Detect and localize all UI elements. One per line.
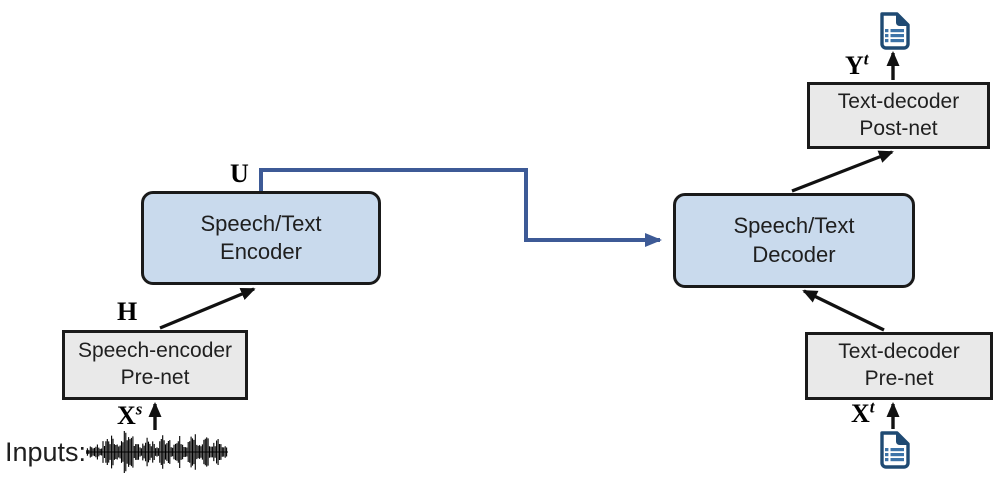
encoder-label-line2: Encoder [220, 239, 302, 264]
document-icon [880, 431, 910, 469]
text-output-sup: t [863, 49, 869, 69]
speech-encoder-prenet-box: Speech-encoder Pre-net [62, 330, 248, 400]
speech-prenet-label-line1: Speech-encoder [77, 339, 233, 363]
text-input-base: X [851, 399, 870, 428]
text-postnet-label-line2: Post-net [859, 116, 938, 140]
decoder-label-line1: Speech/Text [733, 213, 855, 239]
arrow-text-prenet-to-decoder [802, 289, 885, 332]
document-icon [880, 12, 910, 50]
decoder-label-line2: Decoder [752, 241, 836, 267]
encoder-output-label: U [230, 159, 249, 188]
inputs-caption: Inputs: [5, 437, 87, 467]
text-input-sup: t [869, 397, 875, 417]
speech-input-sup: s [135, 399, 143, 419]
text-prenet-label-line2: Pre-net [864, 367, 934, 390]
arrow-decoder-to-postnet [791, 150, 894, 193]
speech-prenet-label-line2: Pre-net [120, 366, 190, 389]
prenet-output-label: H [117, 297, 138, 326]
text-decoder-postnet-box: Text-decoder Post-net [807, 82, 990, 149]
speech-input-label: Xs [117, 399, 143, 431]
text-decoder-prenet-box: Text-decoder Pre-net [805, 332, 993, 400]
speech-text-decoder-box: Speech/Text Decoder [673, 193, 915, 288]
text-output-base: Y [845, 51, 864, 80]
text-output-label: Yt [845, 49, 869, 81]
waveform-icon [86, 431, 228, 473]
arrow-speech-prenet-to-encoder [159, 287, 256, 330]
text-postnet-label-line1: Text-decoder [837, 89, 960, 113]
text-input-label: Xt [851, 397, 875, 429]
speech-text-encoder-box: Speech/Text Encoder [141, 191, 381, 285]
text-prenet-label-line1: Text-decoder [838, 340, 960, 364]
encoder-label-line1: Speech/Text [200, 210, 322, 236]
speech-input-base: X [117, 401, 136, 430]
